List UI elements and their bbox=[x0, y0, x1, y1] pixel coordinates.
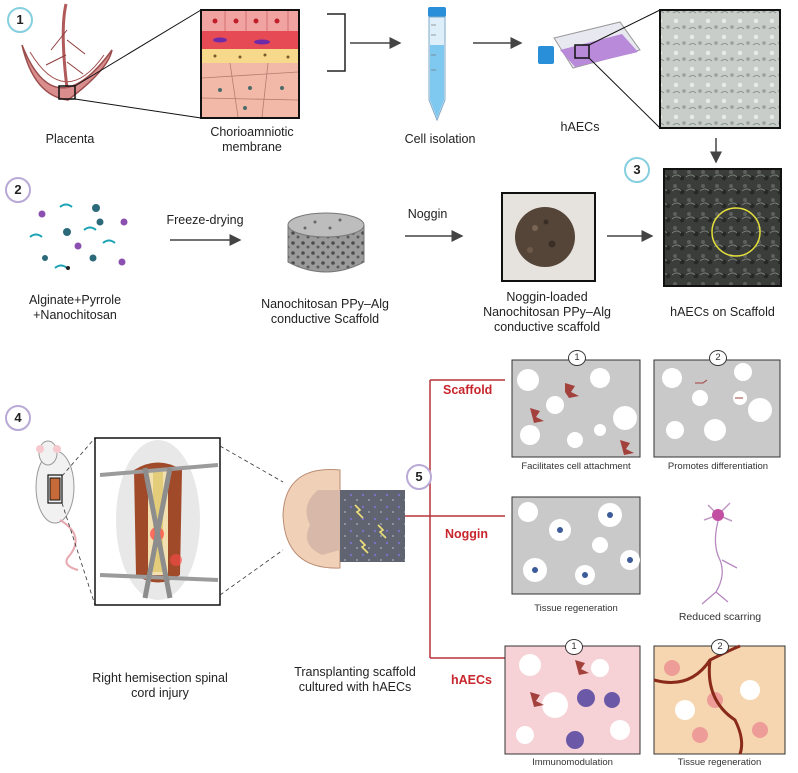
transplant-illustration bbox=[282, 469, 405, 569]
label-materials: Alginate+Pyrrole+Nanochitosan bbox=[28, 293, 122, 322]
panel-number-1: 1 bbox=[568, 350, 586, 366]
panel-number-2: 2 bbox=[709, 350, 727, 366]
branch-tree bbox=[405, 379, 505, 659]
membrane-illustration bbox=[200, 9, 300, 119]
label-haecs-on-scaffold: hAECs on Scaffold bbox=[670, 305, 775, 319]
caption-tissue-regeneration-1: Tissue regeneration bbox=[534, 603, 618, 614]
caption-reduced-scarring: Reduced scarring bbox=[678, 611, 762, 623]
noggin-scaffold-photo bbox=[501, 192, 596, 282]
panel-number-4: 2 bbox=[711, 639, 729, 655]
culture-flask bbox=[538, 9, 661, 129]
label-placenta: Placenta bbox=[45, 132, 95, 146]
step-badge-5: 5 bbox=[406, 464, 432, 490]
panel-haecs-1 bbox=[504, 645, 641, 755]
label-haecs: hAECs bbox=[560, 120, 600, 134]
branch-label-haecs: hAECs bbox=[451, 673, 492, 687]
neuron-illustration bbox=[701, 502, 738, 605]
haecs-micrograph bbox=[659, 9, 781, 129]
caption-facilitates: Facilitates cell attachment bbox=[521, 461, 631, 472]
label-cell-isolation: Cell isolation bbox=[404, 132, 476, 146]
panel-scaffold-2 bbox=[653, 359, 781, 458]
branch-label-noggin: Noggin bbox=[445, 527, 489, 541]
falcon-tube bbox=[428, 7, 446, 122]
step-badge-2: 2 bbox=[5, 177, 31, 203]
panel-haecs-2 bbox=[653, 644, 786, 755]
panel-scaffold-1 bbox=[511, 359, 641, 458]
caption-promotes: Promotes differentiation bbox=[667, 461, 769, 472]
placenta-illustration bbox=[21, 3, 202, 119]
scaffold-cylinder bbox=[287, 212, 365, 273]
branch-label-scaffold: Scaffold bbox=[443, 383, 493, 397]
panel-noggin bbox=[511, 496, 641, 595]
step-badge-4: 4 bbox=[5, 405, 31, 431]
raw-materials-icons bbox=[29, 203, 128, 270]
label-noggin-arrow: Noggin bbox=[407, 207, 448, 221]
caption-tissue-regeneration-2: Tissue regeneration bbox=[677, 757, 762, 768]
step-badge-1: 1 bbox=[7, 7, 33, 33]
panel-number-3: 1 bbox=[565, 639, 583, 655]
caption-immunomodulation: Immunomodulation bbox=[532, 757, 613, 768]
rat-illustration bbox=[35, 440, 79, 571]
spinal-surgery-illustration bbox=[94, 437, 221, 606]
sem-image bbox=[663, 168, 782, 287]
label-freeze-drying: Freeze-drying bbox=[166, 213, 244, 227]
step-badge-3: 3 bbox=[624, 157, 650, 183]
